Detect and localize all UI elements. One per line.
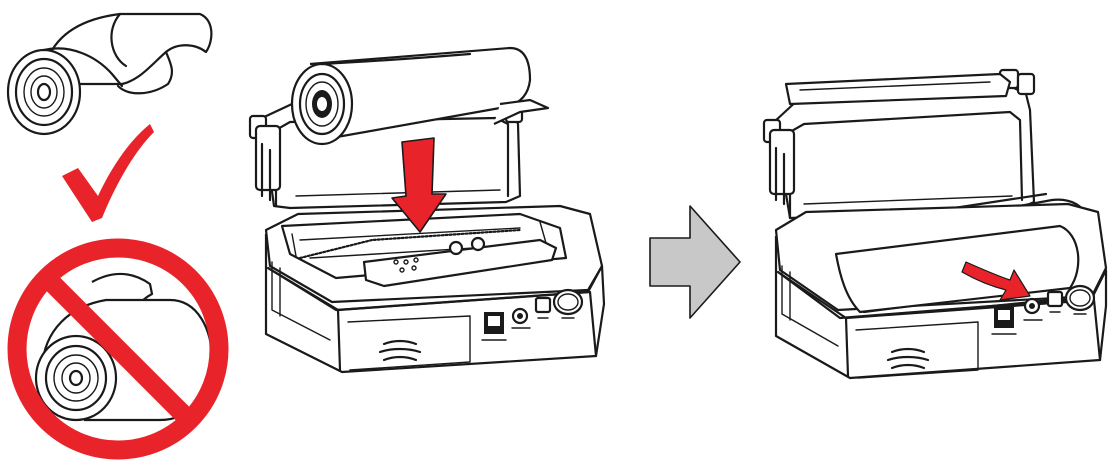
right-arrow-icon[interactable] [650, 206, 740, 318]
printer-paper-loaded [764, 70, 1106, 378]
correct-paper-roll [8, 14, 211, 134]
checkmark-icon [62, 124, 154, 222]
